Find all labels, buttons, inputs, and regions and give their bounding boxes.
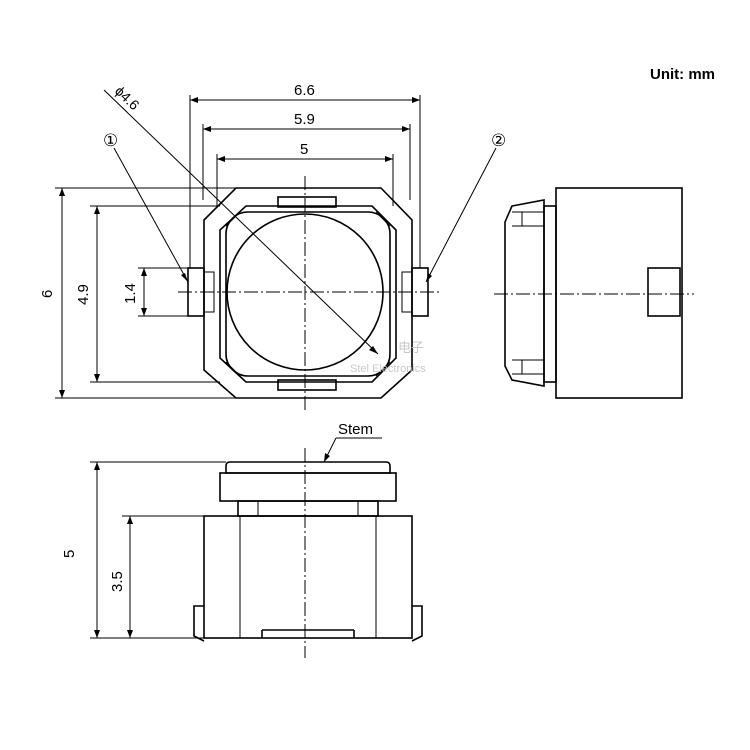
housing-inner-outline	[219, 205, 397, 383]
callout-stem: Stem	[338, 421, 373, 438]
dim-width-inner: 5	[300, 141, 308, 158]
dim-terminal-width: 1.4	[122, 283, 139, 304]
side-terminal	[647, 267, 681, 317]
dim-height-outer: 6	[39, 290, 56, 298]
bottom-tab	[277, 379, 337, 391]
unit-label: Unit: mm	[650, 66, 715, 83]
dim-total-height: 5	[61, 550, 78, 558]
watermark-cn: 电子	[398, 340, 424, 355]
front-left-terminal	[193, 605, 205, 642]
side-cap	[504, 199, 545, 387]
callout-terminal-1: ①	[103, 131, 118, 150]
dim-body-height: 3.5	[109, 571, 126, 592]
front-body	[203, 515, 413, 639]
dim-diameter: ϕ4.6	[112, 83, 143, 114]
top-tab	[277, 196, 337, 208]
front-right-terminal	[411, 605, 423, 642]
callout-terminal-2: ②	[491, 131, 506, 150]
front-stem-cap	[225, 461, 391, 474]
dim-height-inner: 4.9	[75, 284, 92, 305]
dim-width-mid: 5.9	[294, 111, 315, 128]
front-stem-body	[219, 472, 397, 502]
watermark-en: Stel Electronics	[350, 363, 426, 375]
side-view	[494, 187, 694, 399]
cap-outline	[225, 211, 391, 377]
side-body	[555, 187, 683, 399]
dim-width-outer: 6.6	[294, 82, 315, 99]
front-view: Stem 5 3.5	[61, 421, 423, 658]
top-view: 6.6 5.9 5 ϕ4.6 6 4.9 1.4	[39, 82, 506, 410]
